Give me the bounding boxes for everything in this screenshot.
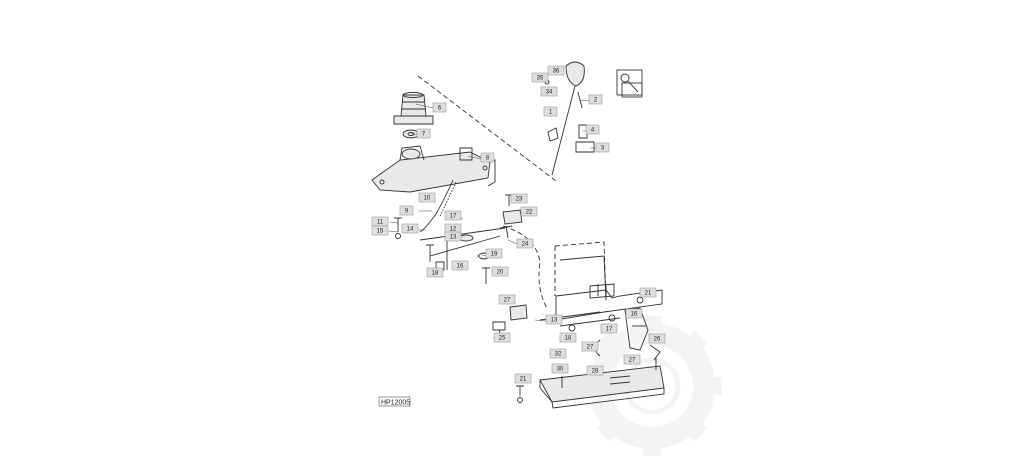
callout-number: 24 bbox=[522, 242, 529, 248]
callout-number: 35 bbox=[537, 76, 544, 82]
callout-17: 17 bbox=[444, 210, 462, 221]
callout-21: 21 bbox=[639, 287, 657, 298]
bracket-mid-part bbox=[492, 194, 528, 339]
callout-number: 22 bbox=[526, 210, 533, 216]
callout-number: 13 bbox=[450, 235, 457, 241]
callout-number: 16 bbox=[457, 264, 464, 270]
callout-number: 6 bbox=[438, 106, 442, 112]
base-plate-part bbox=[371, 145, 496, 193]
callout-6: 6 bbox=[432, 102, 447, 113]
shift-cable-part bbox=[419, 179, 506, 257]
callout-21: 21 bbox=[514, 373, 532, 384]
callout-7: 7 bbox=[416, 128, 431, 139]
callout-number: 17 bbox=[450, 214, 457, 220]
callout-12: 12 bbox=[444, 223, 462, 234]
callout-number: 1 bbox=[549, 110, 553, 116]
callout-number: 21 bbox=[645, 291, 652, 297]
callout-number: 14 bbox=[407, 227, 414, 233]
callout-number: 13 bbox=[551, 318, 558, 324]
callout-1: 1 bbox=[543, 106, 558, 117]
callout-number: 18 bbox=[565, 336, 572, 342]
callout-24: 24 bbox=[516, 238, 534, 249]
callout-number: 8 bbox=[486, 156, 490, 162]
callout-18: 18 bbox=[559, 332, 577, 343]
callout-number: 30 bbox=[557, 367, 564, 373]
callout-25: 25 bbox=[493, 332, 511, 343]
figure-code-text: HP12005 bbox=[381, 400, 410, 407]
callout-number: 27 bbox=[587, 345, 594, 351]
callout-36: 36 bbox=[547, 65, 565, 76]
gear-lever-part bbox=[544, 61, 595, 176]
callout-16: 16 bbox=[451, 260, 469, 271]
callout-number: 9 bbox=[405, 209, 409, 215]
callout-number: 18 bbox=[432, 271, 439, 277]
callout-16: 16 bbox=[625, 308, 643, 319]
callout-3: 3 bbox=[595, 142, 610, 153]
callout-number: 17 bbox=[606, 327, 613, 333]
callout-26: 26 bbox=[648, 333, 666, 344]
callout-27: 27 bbox=[498, 294, 516, 305]
callout-13: 13 bbox=[444, 231, 462, 242]
callout-10: 10 bbox=[418, 192, 436, 203]
callout-28: 28 bbox=[586, 365, 604, 376]
callout-number: 25 bbox=[499, 336, 506, 342]
callout-number: 27 bbox=[629, 358, 636, 364]
callout-number: 27 bbox=[504, 298, 511, 304]
bottom-rail-part bbox=[516, 358, 665, 409]
callout-number: 19 bbox=[491, 252, 498, 258]
callout-number: 28 bbox=[592, 369, 599, 375]
callout-number: 10 bbox=[424, 196, 431, 202]
callout-number: 7 bbox=[422, 132, 426, 138]
callout-32: 32 bbox=[549, 348, 567, 359]
callout-number: 36 bbox=[553, 69, 560, 75]
callout-number: 21 bbox=[520, 377, 527, 383]
callout-14: 14 bbox=[401, 223, 419, 234]
dashed-connector-lines bbox=[417, 75, 607, 311]
callout-leader-lines bbox=[388, 90, 643, 323]
callout-2: 2 bbox=[588, 94, 603, 105]
callout-22: 22 bbox=[520, 206, 538, 217]
callout-number: 32 bbox=[555, 352, 562, 358]
callout-13: 13 bbox=[545, 314, 563, 325]
callout-18: 18 bbox=[426, 267, 444, 278]
callout-number: 2 bbox=[594, 98, 598, 104]
callout-number: 26 bbox=[654, 337, 661, 343]
callout-11: 11 bbox=[371, 216, 389, 227]
callout-30: 30 bbox=[551, 363, 569, 374]
figure-code-label: HP12005 bbox=[378, 396, 411, 407]
callout-4: 4 bbox=[585, 124, 600, 135]
callout-number: 4 bbox=[591, 128, 595, 134]
callout-17: 17 bbox=[600, 323, 618, 334]
callout-number: 11 bbox=[377, 220, 384, 226]
callout-number: 20 bbox=[497, 270, 504, 276]
callout-27: 27 bbox=[623, 354, 641, 365]
callout-number: 12 bbox=[450, 227, 457, 233]
callout-number: 3 bbox=[601, 146, 605, 152]
callout-23: 23 bbox=[510, 193, 528, 204]
detail-inset-box bbox=[616, 69, 643, 98]
callout-9: 9 bbox=[399, 205, 414, 216]
callout-number: 23 bbox=[516, 197, 523, 203]
callout-number: 34 bbox=[546, 90, 553, 96]
callout-27: 27 bbox=[581, 341, 599, 352]
callout-35: 35 bbox=[531, 72, 549, 83]
callout-19: 19 bbox=[485, 248, 503, 259]
callout-8: 8 bbox=[480, 152, 495, 163]
callout-34: 34 bbox=[540, 86, 558, 97]
callout-20: 20 bbox=[491, 266, 509, 277]
callout-15: 15 bbox=[371, 225, 389, 236]
callout-number: 15 bbox=[377, 229, 384, 235]
gear-boot-part bbox=[393, 92, 434, 125]
callout-number: 16 bbox=[631, 312, 638, 318]
